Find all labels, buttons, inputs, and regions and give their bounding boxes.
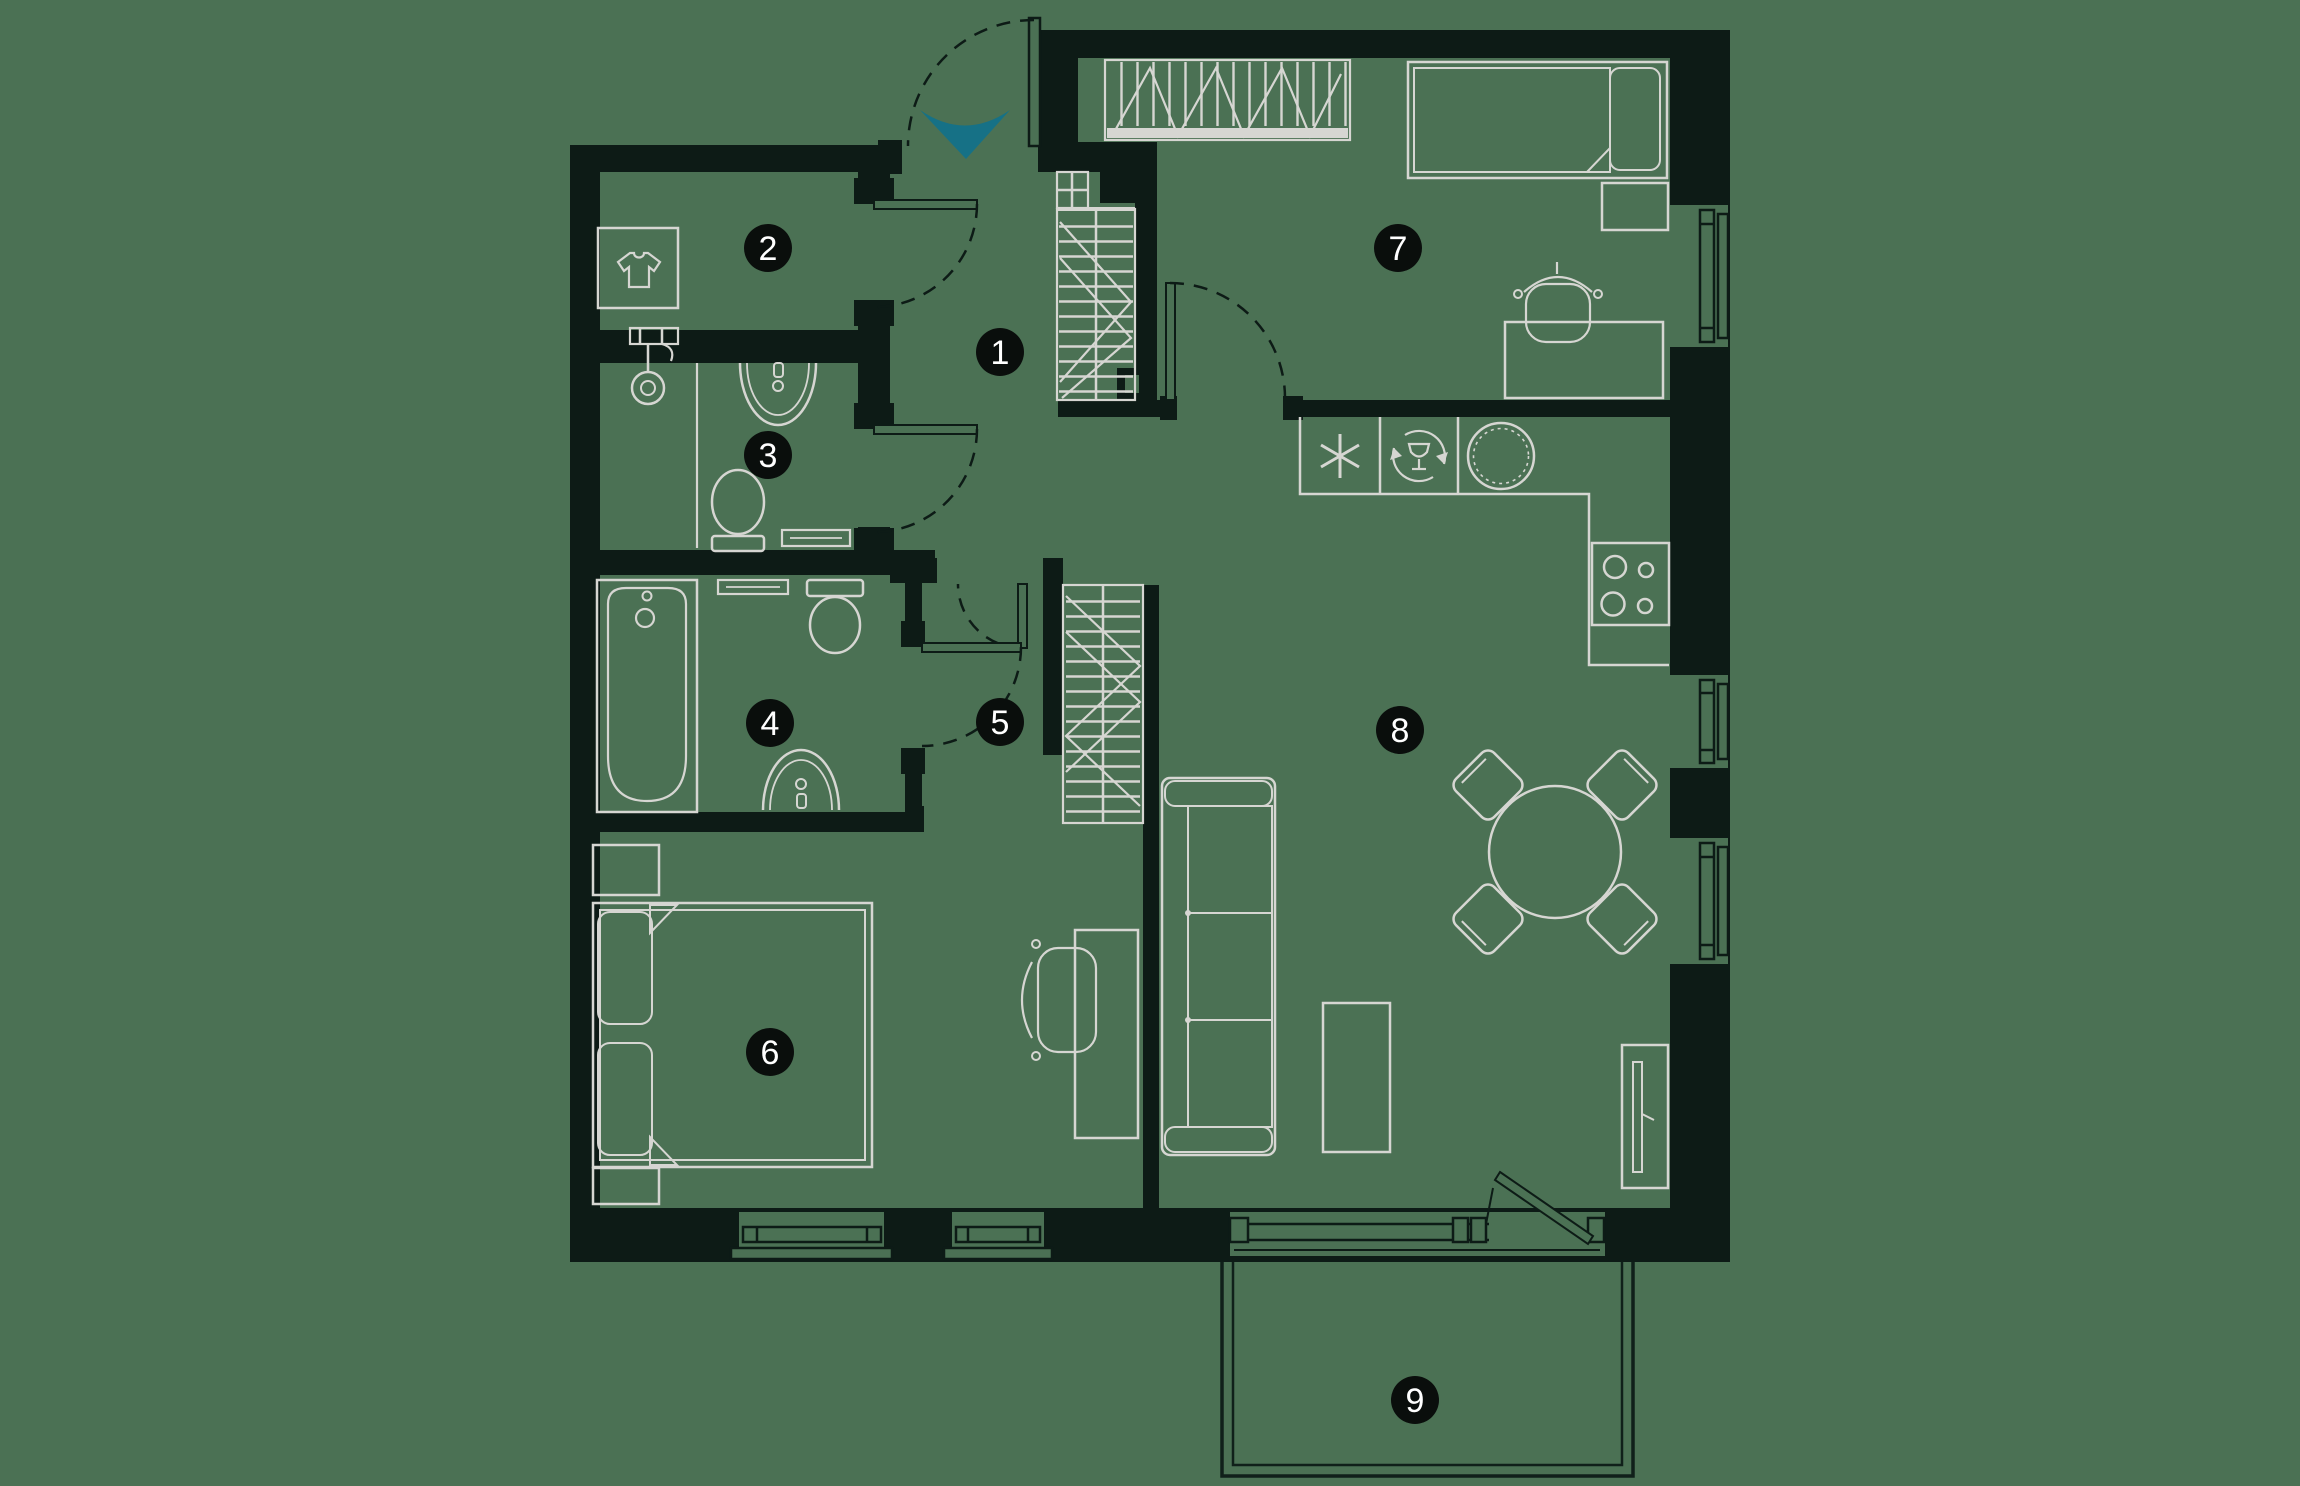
desk-chair-icon-room6: [1020, 939, 1098, 1061]
nightstand-room6-bottom: [591, 1166, 661, 1206]
room-badge-1: 1: [976, 328, 1024, 376]
wardrobe-cabinet: [596, 226, 680, 310]
door-hall-to-room5: [956, 583, 1028, 650]
shirt-icon: [616, 251, 662, 289]
dishwasher-icon: [1390, 429, 1448, 483]
balcony-door-leaf: [1493, 1170, 1595, 1246]
snowflake-fridge-icon: [1320, 434, 1360, 478]
washbasin-icon-room4: [761, 748, 841, 811]
door-room2: [873, 199, 979, 309]
double-bed-room6: [591, 901, 874, 1169]
balcony-window-door: [1228, 1170, 1606, 1256]
toilet-icon-room3: [710, 468, 766, 553]
svg-text:2: 2: [759, 230, 778, 268]
coffee-table-icon: [1321, 1001, 1392, 1154]
nightstand-room7: [1600, 181, 1670, 232]
window-bedroom-2: [942, 1212, 1054, 1261]
svg-text:1: 1: [991, 334, 1010, 372]
entrance-door: [906, 16, 1042, 148]
dining-table-icon: [1452, 749, 1658, 955]
desk-room7: [1503, 320, 1665, 400]
shower-icon: [628, 326, 680, 406]
tv-console: [1620, 1043, 1670, 1190]
desk-chair-icon-room7: [1513, 262, 1603, 344]
washbasin-icon-room3: [738, 362, 818, 427]
room-badge-3: 3: [744, 431, 792, 479]
window-living-2: [1670, 838, 1730, 964]
door-room3: [873, 424, 979, 534]
window-room7: [1670, 205, 1730, 347]
room-badge-9: 9: [1391, 1376, 1439, 1424]
svg-text:9: 9: [1406, 1382, 1425, 1420]
dining-chair: [1586, 749, 1658, 821]
svg-text:7: 7: [1389, 230, 1408, 268]
sofa-icon: [1160, 776, 1277, 1157]
room-badge-6: 6: [746, 1028, 794, 1076]
room-badge-4: 4: [746, 699, 794, 747]
dining-chair: [1452, 749, 1524, 821]
room-badges: 1 2 3 4 5 6 7 8: [744, 224, 1439, 1424]
svg-text:4: 4: [761, 705, 780, 743]
room-badge-8: 8: [1376, 706, 1424, 754]
window-living-1: [1670, 675, 1730, 768]
window-bedroom-1: [729, 1212, 894, 1261]
hall-closet-hangers: [1055, 170, 1137, 402]
svg-text:8: 8: [1391, 712, 1410, 750]
single-bed-room7: [1406, 60, 1669, 180]
entrance-direction-arrow-icon: [920, 110, 1010, 159]
desk-room6: [1073, 928, 1140, 1140]
towel-rail-icon-room3: [780, 528, 852, 548]
toilet-icon-room4: [805, 578, 865, 655]
nightstand-room6-top: [591, 843, 661, 897]
walls: [570, 30, 1730, 1262]
room-badge-5: 5: [976, 698, 1024, 746]
bathtub-icon: [595, 578, 699, 814]
towel-rail-icon-room4: [716, 578, 790, 596]
dining-chair: [1452, 883, 1524, 955]
room5-closet-hangers: [1061, 583, 1145, 825]
svg-text:3: 3: [759, 437, 778, 475]
balcony-rail: [1220, 1262, 1635, 1478]
room-badge-7: 7: [1374, 224, 1422, 272]
stove-icon: [1590, 541, 1671, 627]
dining-chair: [1586, 883, 1658, 955]
tv-icon: [1632, 1061, 1643, 1173]
room-badge-2: 2: [744, 224, 792, 272]
door-room7: [1165, 281, 1287, 401]
wardrobe-hangers-room7: [1103, 58, 1352, 142]
kitchen-counter: [1298, 417, 1669, 667]
kitchen-sink-icon: [1466, 421, 1536, 491]
svg-text:6: 6: [761, 1034, 780, 1072]
svg-text:5: 5: [991, 704, 1010, 742]
